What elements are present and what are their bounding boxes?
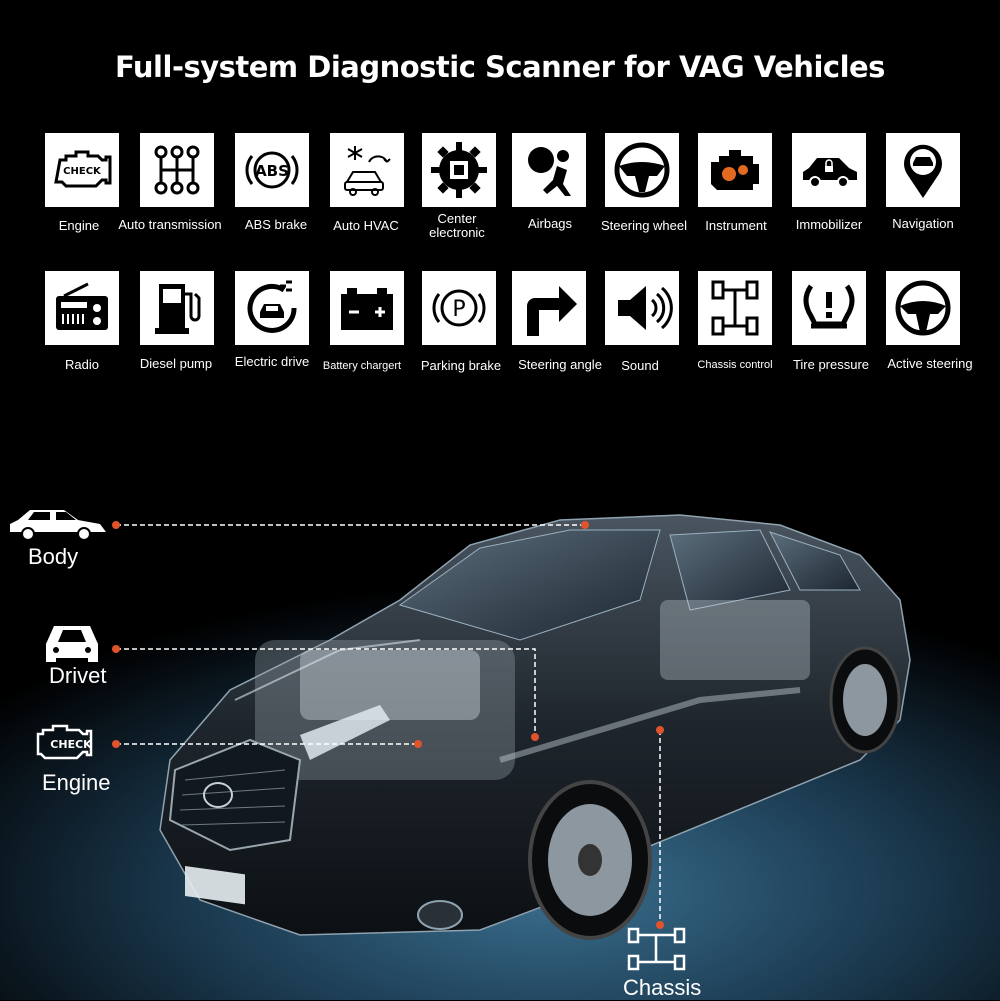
tile-abs-brake: ABS [235,133,309,207]
label-battery-charger: Battery chargert [322,360,402,372]
tile-immobilizer [792,133,866,207]
body-car-icon [10,510,106,541]
abs-text: ABS [255,162,289,180]
tile-steering-angle [512,271,586,345]
abs-icon: ABS [245,151,299,189]
body-dot [112,521,120,529]
tile-engine: CHECK [45,133,119,207]
tile-airbags [512,133,586,207]
category-engine-label: Engine [42,770,111,795]
parking-text: P [452,297,465,322]
tile-center-electronic [422,133,496,207]
label-active-steering: Active steering [887,356,973,371]
parking-brake-icon: P [432,289,486,327]
label-airbags: Airbags [527,216,573,231]
navigation-icon [904,144,942,198]
tile-navigation [886,133,960,207]
drivet-dot [112,645,120,653]
page-title: Full-system Diagnostic Scanner for VAG V… [115,50,885,84]
speaker-icon [618,286,673,330]
tile-electric-drive [235,271,309,345]
label-steering-wheel: Steering wheel [601,218,687,233]
airbag-icon [528,147,571,196]
drivet-target-dot [531,733,539,741]
label-immobilizer: Immobilizer [795,217,863,232]
label-navigation: Navigation [892,216,954,231]
tile-tire-pressure [792,271,866,345]
label-chassis-control: Chassis control [697,359,773,371]
label-parking-brake: Parking brake [420,358,502,373]
tile-sound [605,271,679,345]
label-tire-pressure: Tire pressure [792,357,870,372]
category-drivet-label: Drivet [49,663,107,688]
tile-active-steering [886,271,960,345]
label-steering-angle: Steering angle [518,357,602,372]
turn-arrow-icon [527,286,577,336]
tile-steering-wheel [605,133,679,207]
hvac-icon [344,146,391,196]
body-target-dot [581,521,589,529]
drivet-car-icon [46,626,98,662]
engine-target-dot [414,740,422,748]
chassis-callout-icon [627,927,686,971]
label-auto-hvac: Auto HVAC [333,218,399,233]
label-sound: Sound [621,358,659,373]
tile-radio [45,271,119,345]
label-engine: Engine [58,218,100,233]
category-chassis-label: Chassis [623,975,702,1000]
label-center-electronic: Center electronic [429,211,485,240]
instrument-icon [711,150,759,190]
tile-chassis-control [698,271,772,345]
engine-check-text: CHECK [50,738,92,751]
battery-icon [341,288,393,330]
steering-wheel-icon [614,142,670,198]
tile-diesel-pump [140,271,214,345]
label-diesel-pump: Diesel pump [139,356,213,371]
chassis-target-dot [656,726,664,734]
car-illustration [159,514,911,940]
tile-auto-transmission [140,133,214,207]
label-radio: Radio [65,357,99,372]
tile-battery-charger [330,271,404,345]
chassis-icon [711,280,759,336]
label-electric-drive: Electric drive [234,354,310,369]
car-scene: CHECK [0,420,1000,1000]
category-body-label: Body [28,544,79,569]
check-engine-icon: CHECK [54,150,112,188]
tile-parking-brake: P [422,271,496,345]
tile-instrument [698,133,772,207]
drivet-callout-line [116,648,536,737]
tile-auto-hvac [330,133,404,207]
active-steering-icon [895,280,951,336]
fuel-pump-icon [155,284,201,334]
chip-gear-icon [431,142,487,198]
check-text: CHECK [63,166,102,177]
gear-shift-icon [154,145,200,195]
label-instrument: Instrument [705,218,767,233]
label-abs-brake: ABS brake [244,217,308,232]
radio-icon [56,282,108,330]
electric-drive-icon [247,280,297,333]
label-auto-transmission: Auto transmission [118,217,222,232]
chassis-dot [656,921,664,929]
immobilizer-icon [803,158,857,188]
tire-pressure-icon [803,284,855,329]
engine-check-icon: CHECK [36,724,93,760]
engine-dot [112,740,120,748]
